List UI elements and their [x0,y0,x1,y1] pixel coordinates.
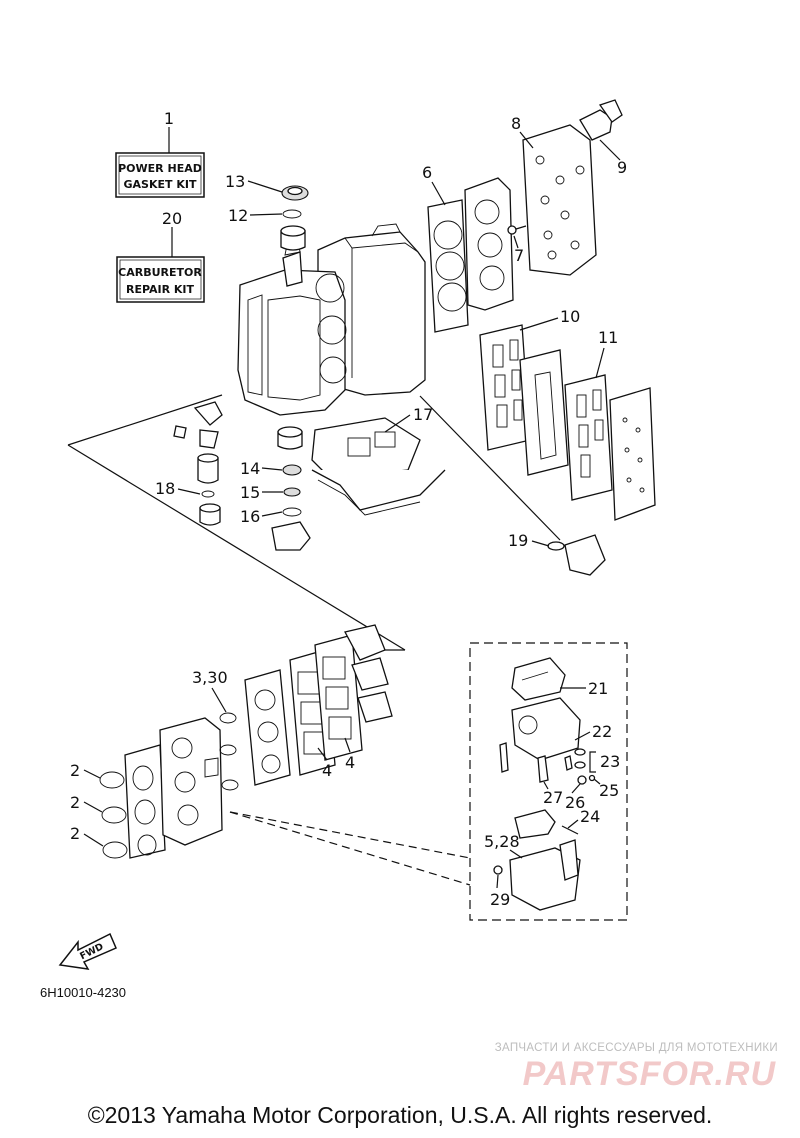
bearing-housing-lower [277,426,303,450]
callout-20: 20 [162,209,182,228]
o-ring-18 [201,490,215,498]
bearing-upper [280,225,306,251]
lower-case-gasket-17 [311,417,446,516]
carburetor-repair-kit-box: CARBURETOR REPAIR KIT [116,227,205,303]
callout-8: 8 [511,114,521,133]
callout-4a: 4 [322,761,332,780]
callout-2b: 2 [70,793,80,812]
intake-manifold [159,717,223,846]
reed-valve-plate [244,669,291,786]
exhaust-gasket-11 [564,374,613,501]
fwd-arrow-icon: FWD [58,932,117,970]
gasket-2-rings [99,771,128,859]
oil-seal-15 [283,487,301,497]
copyright-notice: ©2013 Yamaha Motor Corporation, U.S.A. A… [87,1102,713,1128]
carburetor-group-box [469,642,628,921]
callout-2c: 2 [70,824,80,843]
watermark-logo: PARTSFOR.RU [522,1055,776,1093]
callout-15: 15 [240,483,260,502]
callout-17: 17 [413,405,433,424]
callout-29: 29 [490,890,510,909]
gasket-4-b [314,634,363,761]
engine-block [237,223,426,416]
callout-21: 21 [588,679,608,698]
leader-line [67,394,223,446]
screw-29 [493,865,503,875]
oil-seal-13 [281,185,309,201]
callout-24: 24 [580,807,600,826]
exhaust-inner-cover [519,349,569,476]
thermostat-cover-9 [579,99,623,141]
power-head-gasket-kit-box: POWER HEAD GASKET KIT [115,127,205,198]
leader-line [67,444,406,651]
watermark-tagline: ЗАПЧАСТИ И АКСЕССУАРЫ ДЛЯ МОТОТЕХНИКИ [494,1042,778,1054]
carburetor-top [511,657,566,701]
bolt-7 [507,225,527,235]
callout-7: 7 [514,246,524,265]
exhaust-gasket-10 [479,324,531,451]
callout-4b: 4 [345,753,355,772]
o-ring-12 [282,209,302,219]
callout-10: 10 [560,307,580,326]
callout-19: 19 [508,531,528,550]
oil-seal-14 [282,464,302,476]
o-ring-16 [282,507,302,517]
leader-line [419,395,561,541]
callout-6: 6 [422,163,432,182]
callout-12: 12 [228,206,248,225]
float-chamber [509,839,581,911]
callout-1: 1 [164,109,174,128]
callout-5-28: 5,28 [484,832,520,851]
intake-gasket [124,744,166,859]
power-head-kit-line1: POWER HEAD [118,162,202,175]
callout-11: 11 [598,328,618,347]
callout-23-bracket [589,751,596,773]
callout-13: 13 [225,172,245,191]
bracket-assembly [173,401,223,449]
callout-16: 16 [240,507,260,526]
collar-part [199,503,221,526]
callout-23: 23 [600,752,620,771]
exhaust-outer-cover [609,387,656,521]
callout-14: 14 [240,459,260,478]
cylinder-head [464,177,514,311]
jets-and-screws [499,742,596,785]
carburetor-kit-line1: CARBURETOR [118,266,202,279]
leader-line [229,811,471,886]
float [514,809,556,839]
callout-9: 9 [617,158,627,177]
carburetor-kit-line2: REPAIR KIT [126,283,195,296]
callout-25: 25 [599,781,619,800]
callout-3-30: 3,30 [192,668,228,687]
leader-line [229,811,471,859]
cylinder-head-gasket-6 [427,199,469,333]
callout-27: 27 [543,788,563,807]
fuel-pump [547,534,606,576]
carburetor-body [511,697,581,761]
seal-housing [271,521,311,551]
diagram-code: 6H10010-4230 [40,985,127,1000]
reed-stopper [344,624,393,723]
cylinder-part [197,453,219,484]
callout-2a: 2 [70,761,80,780]
float-pin-24 [561,825,579,835]
callout-22: 22 [592,722,612,741]
callout-18: 18 [155,479,175,498]
head-cover-8 [522,124,597,276]
power-head-kit-line2: GASKET KIT [124,178,197,191]
callout-26: 26 [565,793,585,812]
check-valves-3-30 [219,712,239,791]
